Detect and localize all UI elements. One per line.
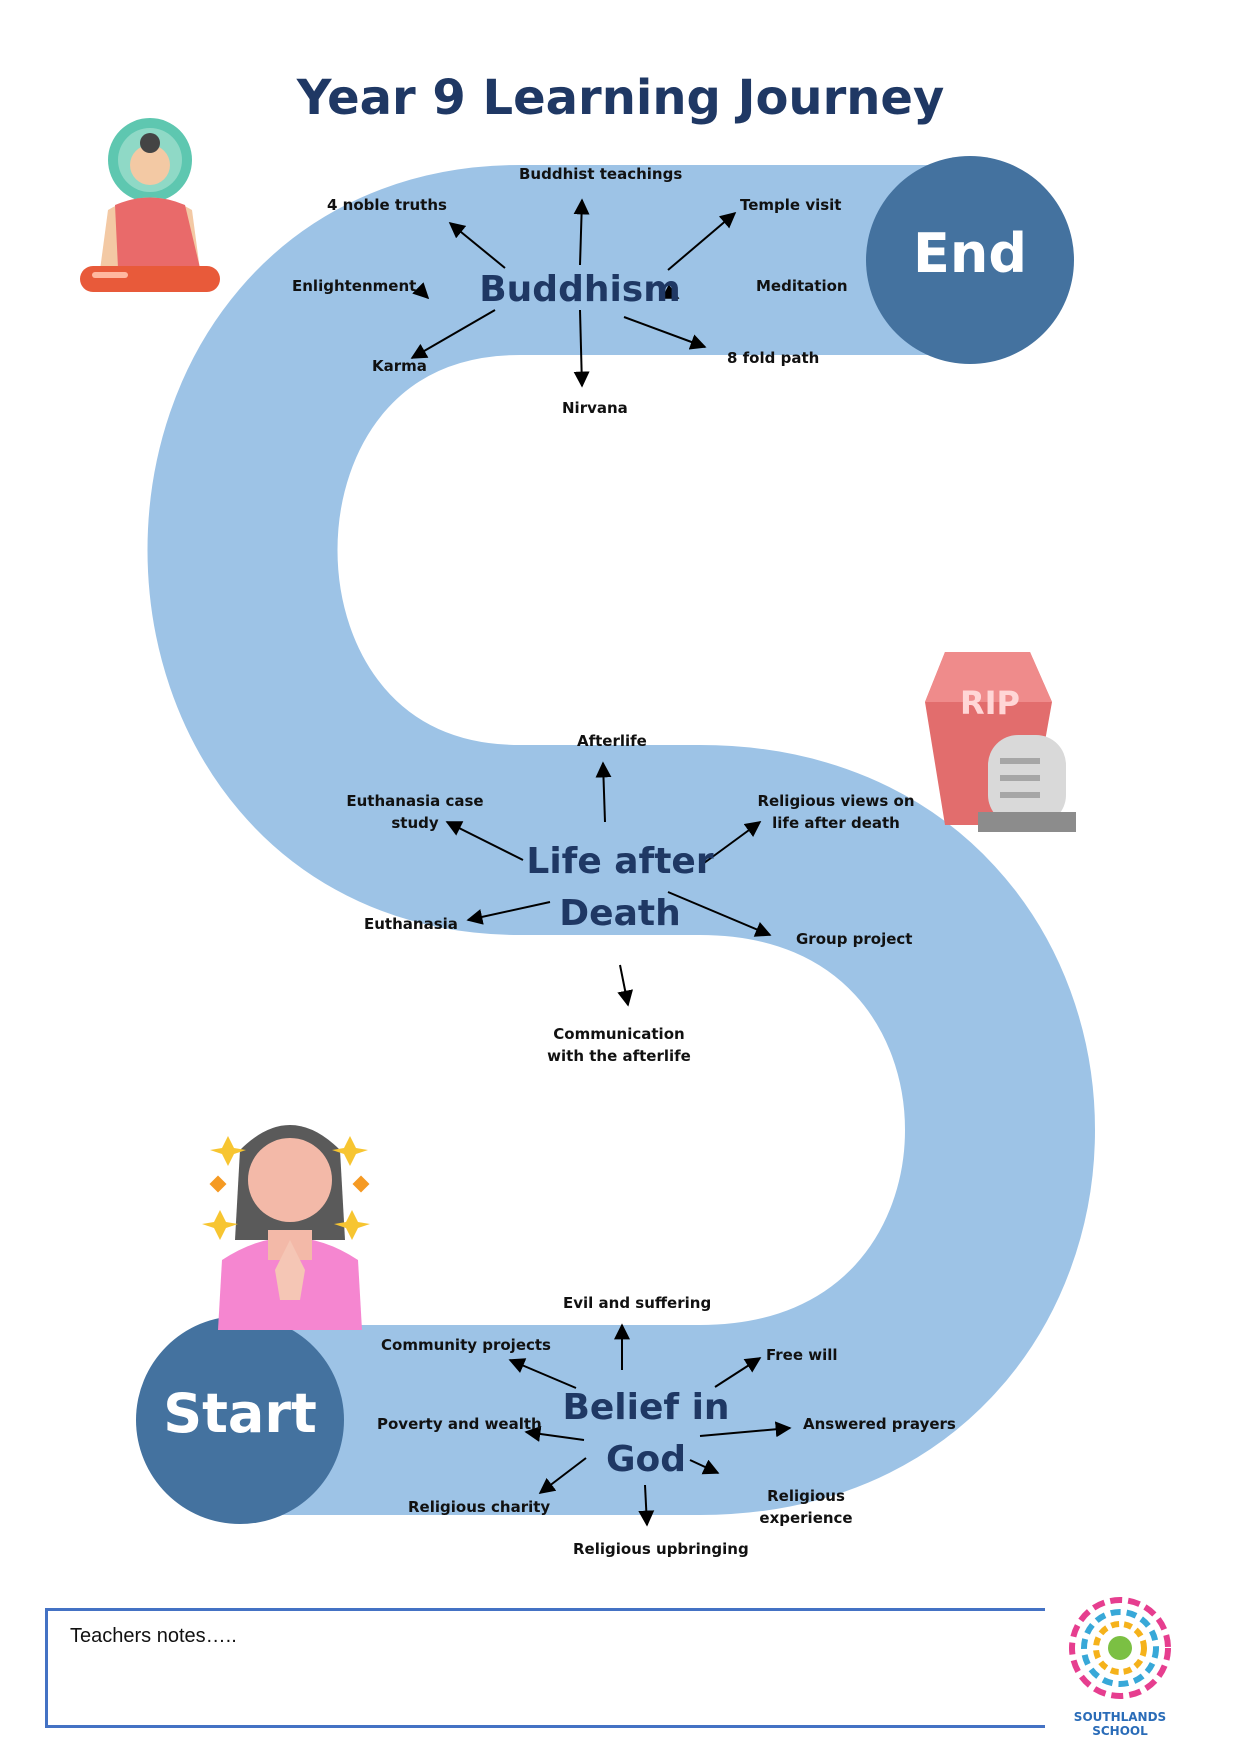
journey-path bbox=[147, 165, 1095, 1515]
label-group-project: Group project bbox=[796, 930, 913, 948]
label-poverty-and-wealth: Poverty and wealth bbox=[377, 1415, 542, 1433]
label-enlightenment: Enlightenment bbox=[292, 277, 417, 295]
teachers-notes-label: Teachers notes….. bbox=[70, 1625, 237, 1647]
label-evil-and-suffering: Evil and suffering bbox=[563, 1294, 712, 1312]
teachers-notes-box[interactable]: Teachers notes….. bbox=[45, 1608, 1045, 1728]
label-4-noble-truths: 4 noble truths bbox=[327, 196, 447, 214]
label-religious-views: Religious views on life after death bbox=[757, 792, 915, 832]
hub-life-after-death: Life after Death bbox=[490, 836, 750, 940]
page-title: Year 9 Learning Journey bbox=[296, 70, 945, 126]
hub-life-after-death-line1: Life after bbox=[526, 841, 714, 882]
praying-person-icon bbox=[202, 1125, 370, 1330]
rip-label: RIP bbox=[960, 684, 1020, 722]
belief-in-god-arrows bbox=[508, 1323, 792, 1527]
label-temple-visit: Temple visit bbox=[740, 196, 842, 214]
label-buddhist-teachings: Buddhist teachings bbox=[519, 165, 683, 183]
label-afterlife: Afterlife bbox=[577, 732, 647, 750]
label-8-fold-path: 8 fold path bbox=[727, 349, 820, 367]
label-karma: Karma bbox=[372, 357, 427, 375]
hub-belief-in-god-line1: Belief in bbox=[562, 1387, 730, 1428]
hub-belief-in-god-line2: God bbox=[605, 1439, 687, 1480]
label-free-will: Free will bbox=[766, 1346, 838, 1364]
life-after-death-arrows bbox=[445, 761, 772, 1007]
hub-buddhism: Buddhism bbox=[479, 269, 681, 310]
hub-belief-in-god: Belief in God bbox=[516, 1382, 776, 1486]
label-religious-upbringing: Religious upbringing bbox=[573, 1540, 749, 1558]
school-logo-text: SOUTHLANDS SCHOOL bbox=[1073, 1710, 1167, 1738]
label-meditation: Meditation bbox=[756, 277, 848, 295]
label-euthanasia: Euthanasia bbox=[364, 915, 458, 933]
buddhism-arrows bbox=[410, 198, 737, 388]
label-community-projects: Community projects bbox=[381, 1336, 551, 1354]
label-answered-prayers: Answered prayers bbox=[803, 1415, 956, 1433]
gravestone-icon bbox=[925, 652, 1076, 832]
label-religious-charity: Religious charity bbox=[408, 1498, 551, 1516]
buddha-icon bbox=[80, 118, 220, 292]
label-nirvana: Nirvana bbox=[562, 399, 628, 417]
label-communication-afterlife: Communication with the afterlife bbox=[547, 1025, 691, 1065]
start-circle bbox=[136, 1316, 344, 1524]
school-logo bbox=[1069, 1597, 1171, 1699]
end-circle bbox=[866, 156, 1074, 364]
start-label: Start bbox=[163, 1382, 317, 1445]
label-euthanasia-case-study: Euthanasia case study bbox=[346, 792, 484, 832]
label-religious-experience: Religious experience bbox=[759, 1487, 853, 1527]
end-label: End bbox=[913, 222, 1027, 285]
hub-life-after-death-line2: Death bbox=[559, 893, 681, 934]
